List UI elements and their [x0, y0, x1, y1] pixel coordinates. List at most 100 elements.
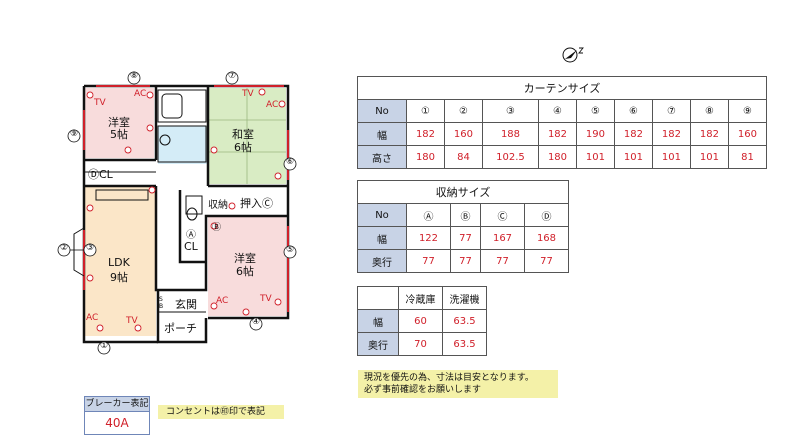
breaker-title: ブレーカー表記 [85, 397, 149, 412]
curtain-width-5: 190 [575, 122, 615, 146]
curtain-no-5: ⑤ [575, 99, 615, 123]
outlet-note: コンセントは㊞印で表記 [158, 405, 284, 419]
curtain-no-6: ⑥ [613, 99, 653, 123]
western-room-2-fill [208, 216, 286, 316]
curtain-table-title: カーテンサイズ [357, 76, 767, 100]
breaker-box: ブレーカー表記 40A [84, 396, 150, 435]
curtain-no-7: ⑦ [651, 99, 691, 123]
tv-label-w1: TV [94, 98, 106, 108]
window-marker-3: ③ [85, 243, 95, 253]
appliance-row-width-label: 幅 [357, 309, 399, 333]
appliance-corner [357, 286, 399, 310]
window-marker-2: ② [59, 243, 69, 253]
storage-letter-b: Ⓑ [449, 203, 482, 227]
dimension-note: 現況を優先の為、寸法は目安となります。 必ず事前確認をお願いします [358, 370, 558, 398]
fridge-depth: 70 [398, 332, 443, 356]
washer-depth: 63.5 [442, 332, 487, 356]
appliance-size-table: 冷蔵庫 洗濯機 幅 60 63.5 奥行 70 63.5 [357, 286, 487, 356]
storage-width-b: 77 [449, 226, 482, 250]
storage-depth-d: 77 [523, 249, 570, 273]
western-room-1-fill [84, 88, 154, 158]
appliance-header-fridge: 冷蔵庫 [398, 286, 443, 310]
storage-width-c: 167 [480, 226, 525, 250]
curtain-height-5: 101 [575, 145, 615, 169]
window-marker-4: ④ [251, 317, 261, 327]
curtain-size-table: カーテンサイズ No ① ② ③ ④ ⑤ ⑥ ⑦ ⑧ ⑨ 幅 182 160 1… [357, 76, 768, 169]
window-marker-9: ⑨ [69, 129, 79, 139]
curtain-height-9: 81 [727, 145, 768, 169]
breaker-value: 40A [85, 412, 149, 434]
curtain-width-8: 182 [689, 122, 729, 146]
curtain-height-6: 101 [613, 145, 653, 169]
curtain-width-3: 188 [481, 122, 540, 146]
curtain-height-3: 102.5 [481, 145, 540, 169]
storage-letter-c: Ⓒ [480, 203, 525, 227]
storage-row-width-label: 幅 [357, 226, 407, 250]
storage-depth-c: 77 [480, 249, 525, 273]
shoe-box-label: SB [159, 296, 164, 310]
oshiire-label: 押入Ⓒ [240, 197, 273, 210]
tv-label-ldk: TV [126, 316, 138, 326]
curtain-width-1: 182 [406, 122, 445, 146]
curtain-width-6: 182 [613, 122, 653, 146]
storage-depth-b: 77 [449, 249, 482, 273]
window-marker-1: ① [99, 341, 109, 351]
storage-width-a: 122 [406, 226, 451, 250]
curtain-no-1: ① [406, 99, 445, 123]
curtain-no-9: ⑨ [727, 99, 768, 123]
storage-header-no: No [357, 203, 407, 227]
a-closet-letter: Ⓐ [186, 230, 196, 241]
japanese-room-name: 和室 [232, 128, 254, 141]
ldk-size: 9帖 [110, 271, 128, 284]
window-lines [83, 85, 289, 312]
storage-depth-a: 77 [406, 249, 451, 273]
walls [82, 84, 290, 344]
ldk-name: LDK [108, 256, 130, 269]
curtain-height-4: 180 [538, 145, 577, 169]
tatami-lines [208, 88, 286, 184]
curtain-no-4: ④ [538, 99, 577, 123]
curtain-no-3: ③ [481, 99, 540, 123]
ac-label-jp: AC [266, 100, 279, 110]
tv-label-w2: TV [260, 294, 272, 304]
curtain-height-7: 101 [651, 145, 691, 169]
western-room-1-size: 5帖 [110, 128, 128, 141]
western-room-2-name: 洋室 [234, 252, 256, 265]
storage-row-depth-label: 奥行 [357, 249, 407, 273]
window-marker-8: ⑧ [129, 71, 139, 81]
curtain-height-8: 101 [689, 145, 729, 169]
b-mark: Ⓑ [212, 223, 222, 233]
storage-table-title: 収納サイズ [357, 180, 569, 204]
curtain-width-9: 160 [727, 122, 768, 146]
storage-letter-a: Ⓐ [406, 203, 451, 227]
porch-label: ポーチ [164, 322, 197, 335]
storage-label: 収納 [208, 200, 228, 211]
dimension-note-line1: 現況を優先の為、寸法は目安となります。 [364, 373, 534, 383]
curtain-height-2: 84 [443, 145, 483, 169]
storage-size-table: 収納サイズ No Ⓐ Ⓑ Ⓒ Ⓓ 幅 122 77 167 168 奥行 77 … [357, 180, 570, 273]
window-marker-7: ⑦ [227, 71, 237, 81]
floor-plan [57, 71, 297, 355]
ac-label-w2: AC [216, 296, 229, 306]
north-arrow-icon [562, 47, 584, 63]
curtain-no-2: ② [443, 99, 483, 123]
western-room-1-name: 洋室 [108, 116, 130, 129]
ldk-fill [84, 186, 156, 336]
curtain-row-width-label: 幅 [357, 122, 407, 146]
genkan-label: 玄関 [175, 298, 197, 311]
outlet-marks [86, 88, 286, 332]
curtain-header-no: No [357, 99, 407, 123]
curtain-width-7: 182 [651, 122, 691, 146]
curtain-width-4: 182 [538, 122, 577, 146]
window-marker-6: ⑥ [285, 157, 295, 167]
storage-letter-d: Ⓓ [523, 203, 570, 227]
d-closet-label: ⒹCL [88, 168, 113, 181]
curtain-height-1: 180 [406, 145, 445, 169]
washer-width: 63.5 [442, 309, 487, 333]
curtain-width-2: 160 [443, 122, 483, 146]
appliance-header-washer: 洗濯機 [442, 286, 487, 310]
storage-width-d: 168 [523, 226, 570, 250]
window-marker-5: ⑤ [285, 245, 295, 255]
tv-label-jp: TV [242, 89, 254, 99]
ac-label-ldk: AC [86, 313, 99, 323]
